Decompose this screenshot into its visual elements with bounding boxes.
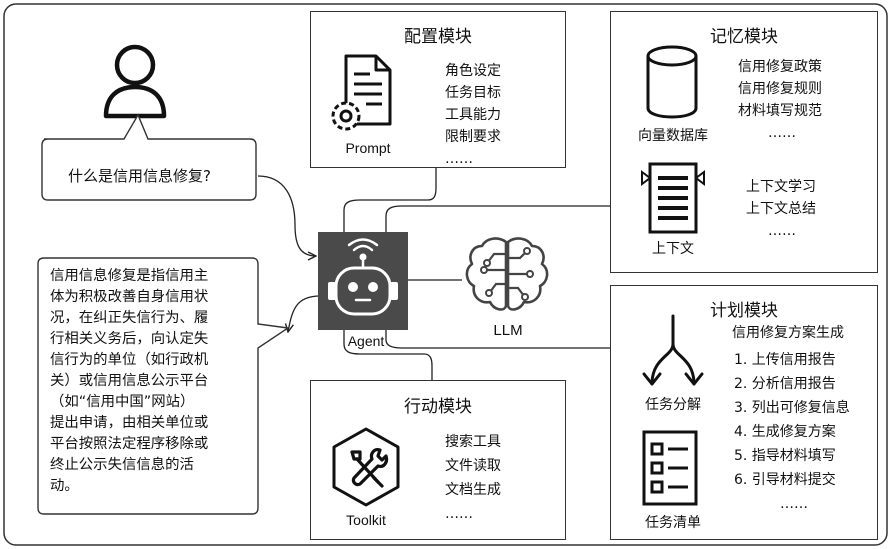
database-item: 信用修复规则 [738,81,822,97]
agent-to-answer-arrow [288,295,321,332]
answer-line: 行相关义务后，向认定失 [50,331,209,347]
answer-line: 体为积极改善自身信用状 [50,289,209,305]
database-icon [646,45,698,119]
config-items: 角色设定 任务目标 工具能力 限制要求 …… [445,60,501,170]
database-item: 材料填写规范 [738,103,822,119]
agent-to-plan-line [385,330,610,349]
memory-module-title: 记忆模块 [710,27,778,47]
context-item: …… [768,223,796,239]
config-module-title: 配置模块 [404,27,472,47]
answer-line: 提出申请，由相关单位或 [50,415,209,431]
config-item: 角色设定 [445,63,501,79]
database-label: 向量数据库 [638,128,708,144]
answer-line: 信用信息修复是指信用主 [50,268,209,284]
answer-line: 关）或信用信息公示平台 [50,373,209,389]
plan-step: 5. 指导材料填写 [734,448,836,464]
prompt-label: Prompt [345,140,391,156]
llm-label: LLM [493,322,523,339]
answer-line: 动。 [50,478,79,494]
action-item: 文件读取 [445,458,501,474]
agent-answer: 信用信息修复是指信用主 体为积极改善自身信用状 况，在纠正失信行为、履 行相关义… [50,266,260,497]
plan-step: …… [780,496,808,512]
context-items: 上下文学习 上下文总结 …… [746,176,816,242]
answer-bubble [37,257,290,515]
config-item: 任务目标 [445,85,501,101]
action-module-title: 行动模块 [404,397,472,417]
config-item: …… [445,151,473,167]
plan-step: 6. 引导材料提交 [734,472,836,488]
plan-steps: 1. 上传信用报告 2. 分析信用报告 3. 列出可修复信息 4. 生成修复方案… [734,348,850,516]
toolkit-label: Toolkit [346,512,386,528]
database-item: 信用修复政策 [738,59,822,75]
agent-label: Agent [347,333,385,349]
context-label: 上下文 [652,241,694,257]
answer-line: 信行为的单位（如行政机 [50,352,209,368]
context-document-icon [641,162,705,234]
question-to-agent-arrow [257,175,316,256]
action-item: 文档生成 [445,482,501,498]
agent-to-action-line [343,330,433,380]
plan-step: 2. 分析信用报告 [734,376,836,392]
task-split-icon [642,314,704,386]
brain-icon [465,237,549,311]
answer-line: （如“信用中国”网站） [50,394,195,410]
task-list-icon [642,430,698,506]
context-item: 上下文学习 [746,179,816,195]
config-item: 限制要求 [445,129,501,145]
agent-to-config-line [343,167,437,232]
question-bubble [41,113,257,201]
toolkit-icon [332,427,400,507]
robot-icon [318,232,408,330]
plan-step: 4. 生成修复方案 [734,424,836,440]
plan-step: 3. 列出可修复信息 [734,400,850,416]
prompt-document-icon [331,54,392,131]
user-question: 什么是信用信息修复? [68,167,211,185]
outer-frame [3,3,888,546]
action-items: 搜索工具 文件读取 文档生成 …… [445,430,501,526]
user-icon [103,44,167,119]
plan-step: 1. 上传信用报告 [734,352,836,368]
task-list-label: 任务清单 [645,515,701,531]
agent-to-memory-line [385,205,610,232]
context-item: 上下文总结 [746,201,816,217]
plan-heading: 信用修复方案生成 [732,325,844,341]
database-item: …… [768,125,796,141]
database-items: 信用修复政策 信用修复规则 材料填写规范 …… [738,56,822,144]
answer-line: 况，在纠正失信行为、履 [50,310,209,326]
config-item: 工具能力 [445,107,501,123]
task-split-label: 任务分解 [645,397,701,413]
answer-line: 终止公示失信信息的活 [50,457,194,473]
action-item: 搜索工具 [445,434,501,450]
action-item: …… [445,506,473,522]
answer-line: 平台按照法定程序移除或 [50,436,209,452]
plan-module-title: 计划模块 [710,301,778,321]
